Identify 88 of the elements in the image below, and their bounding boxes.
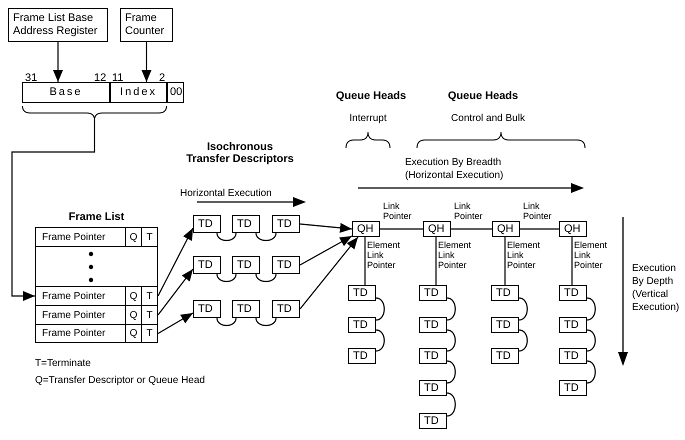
link-loop xyxy=(446,329,456,352)
flag-bit: T xyxy=(141,228,157,246)
pointer-label: Frame Pointer xyxy=(41,308,106,322)
pointer-label: Frame Pointer xyxy=(41,290,106,304)
transfer-descriptor-box: TD xyxy=(419,317,447,333)
annotation-text: Isochronous Transfer Descriptors xyxy=(185,141,295,165)
curly-brace xyxy=(22,105,167,120)
link-line xyxy=(380,228,423,230)
transfer-descriptor-box: TD xyxy=(232,300,260,318)
transfer-descriptor-box: TD xyxy=(419,348,447,364)
annotation-text: Execution By Depth (Vertical Execution) xyxy=(632,262,680,314)
queue-head-box: QH xyxy=(352,221,380,237)
link-loop xyxy=(255,274,277,282)
link-line xyxy=(364,237,366,285)
link-loop xyxy=(376,297,385,321)
transfer-descriptor-box: TD xyxy=(232,215,260,233)
link-line xyxy=(504,237,506,285)
register-field: Base xyxy=(22,82,110,103)
transfer-descriptor-box: TD xyxy=(419,380,447,396)
link-line xyxy=(520,228,559,230)
arrow xyxy=(300,235,352,266)
link-loop xyxy=(586,297,596,321)
arrow xyxy=(158,268,194,316)
arrow xyxy=(53,42,63,82)
register-box: Frame List Base Address Register xyxy=(8,8,108,42)
table-heading: Frame List xyxy=(68,210,126,225)
transfer-descriptor-box: TD xyxy=(232,256,260,274)
transfer-descriptor-box: TD xyxy=(348,317,376,333)
annotation-text: Interrupt xyxy=(348,112,388,126)
arrow xyxy=(300,222,352,233)
queue-head-box: QH xyxy=(492,221,520,237)
annotation-text: Control and Bulk xyxy=(450,112,526,126)
arrow xyxy=(157,228,194,296)
link-loop xyxy=(255,232,277,242)
transfer-descriptor-box: TD xyxy=(272,256,300,274)
transfer-descriptor-box: TD xyxy=(193,215,221,233)
annotation-text: Queue Heads xyxy=(334,89,408,104)
transfer-descriptor-box: TD xyxy=(419,413,447,429)
transfer-descriptor-box: TD xyxy=(491,348,519,364)
transfer-descriptor-box: TD xyxy=(491,317,519,333)
arrow xyxy=(300,236,358,310)
arrow xyxy=(11,120,96,301)
transfer-descriptor-box: TD xyxy=(559,348,587,364)
annotation-text: T=Terminate xyxy=(35,357,92,371)
link-line xyxy=(435,237,437,285)
transfer-descriptor-box: TD xyxy=(348,285,376,301)
register-box: Frame Counter xyxy=(120,8,173,42)
link-loop xyxy=(216,232,237,242)
table-row xyxy=(35,227,158,247)
link-loop xyxy=(446,360,456,384)
pointer-label: Frame Pointer xyxy=(41,327,106,341)
link-line xyxy=(451,228,492,230)
link-loop xyxy=(216,318,237,326)
transfer-descriptor-box: TD xyxy=(491,285,519,301)
transfer-descriptor-box: TD xyxy=(272,300,300,318)
register-field: 00 xyxy=(167,82,184,103)
link-loop xyxy=(518,297,528,321)
transfer-descriptor-box: TD xyxy=(559,317,587,333)
annotation-text: Horizontal Execution xyxy=(180,187,273,201)
link-loop xyxy=(446,297,456,321)
queue-head-box: QH xyxy=(423,221,451,237)
register-field: Index xyxy=(110,82,167,103)
link-loop xyxy=(446,392,456,417)
link-loop xyxy=(586,329,596,352)
transfer-descriptor-box: TD xyxy=(193,256,221,274)
arrow xyxy=(158,312,194,334)
table-row xyxy=(35,286,158,306)
transfer-descriptor-box: TD xyxy=(193,300,221,318)
flag-bit: T xyxy=(141,325,157,342)
transfer-descriptor-box: TD xyxy=(559,285,587,301)
annotation-text: Execution By Breadth (Horizontal Execution) xyxy=(405,156,504,182)
annotation-text: Queue Heads xyxy=(446,89,520,104)
transfer-descriptor-box: TD xyxy=(272,215,300,233)
transfer-descriptor-box: TD xyxy=(348,348,376,364)
arrow xyxy=(142,42,152,82)
link-loop xyxy=(586,360,596,384)
flag-bit: Q xyxy=(125,228,141,246)
queue-head-box: QH xyxy=(559,221,587,237)
link-loop xyxy=(255,318,277,326)
transfer-descriptor-box: TD xyxy=(419,285,447,301)
transfer-descriptor-box: TD xyxy=(559,380,587,396)
link-loop xyxy=(518,329,528,352)
link-loop xyxy=(376,329,385,352)
flag-bit: Q xyxy=(125,325,141,342)
pointer-label: Frame Pointer xyxy=(41,230,106,244)
link-loop xyxy=(216,274,237,282)
link-line xyxy=(571,237,573,285)
annotation-text: Q=Transfer Descriptor or Queue Head xyxy=(35,374,206,388)
